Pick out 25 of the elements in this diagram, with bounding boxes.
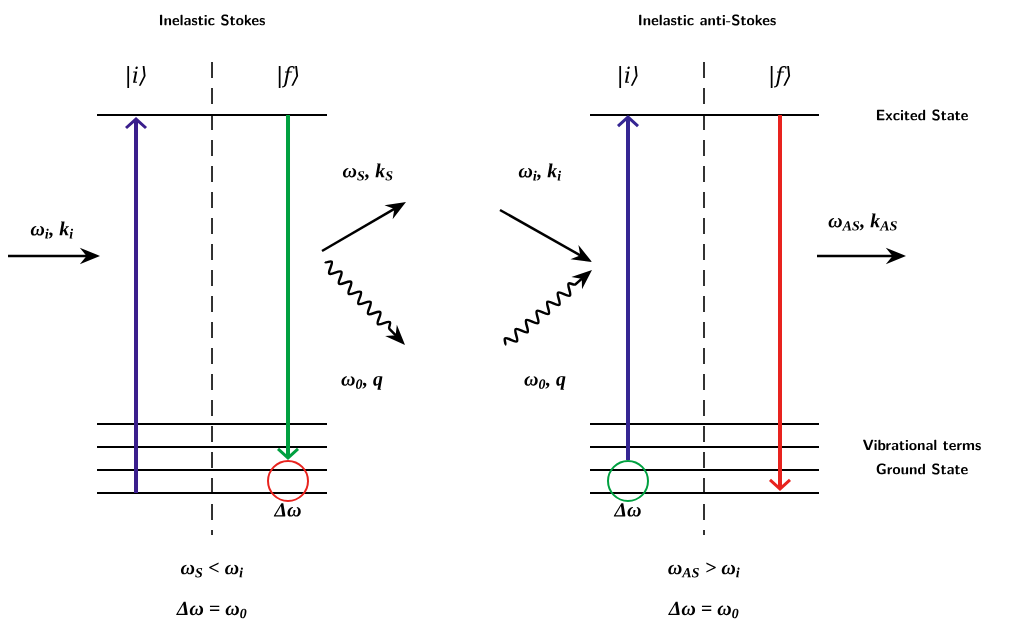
panel-title: Inelastic anti-Stokes	[639, 14, 776, 26]
panel-title: Inelastic Stokes	[160, 14, 266, 26]
frequency-label: ω$_{i}$, k$_{i}$	[30, 221, 74, 239]
frequency-label: ω$_{0}$, q	[524, 376, 566, 390]
frequency-label: ω$_{AS}$, k$_{AS}$	[828, 213, 897, 231]
circle-marker	[267, 460, 309, 502]
circle-marker	[607, 460, 649, 502]
condition-label: ω$_{AS}$ > ω$_{i}$	[668, 562, 740, 578]
state-label: |f⟩	[278, 66, 299, 88]
shift-label: Δω	[273, 503, 301, 517]
state-label: |i⟩	[127, 66, 146, 88]
state-label: |f⟩	[770, 66, 791, 88]
condition-label: Δω = ω$_{0}$	[668, 601, 739, 619]
shift-label: Δω	[613, 503, 641, 517]
level-label: Excited State	[876, 109, 968, 121]
transition-arrow	[277, 115, 299, 460]
state-label: |i⟩	[619, 66, 638, 88]
frequency-label: ω$_{0}$, q	[341, 376, 383, 390]
frequency-label: ω$_{i}$, k$_{i}$	[518, 163, 562, 181]
level-label: Vibrational terms	[863, 439, 981, 451]
condition-label: Δω = ω$_{0}$	[176, 601, 247, 619]
transition-arrow	[617, 115, 639, 460]
level-label: Ground State	[876, 463, 968, 475]
frequency-label: ω$_{S}$, k$_{S}$	[342, 163, 393, 181]
condition-label: ω$_{S}$ < ω$_{i}$	[180, 562, 243, 578]
